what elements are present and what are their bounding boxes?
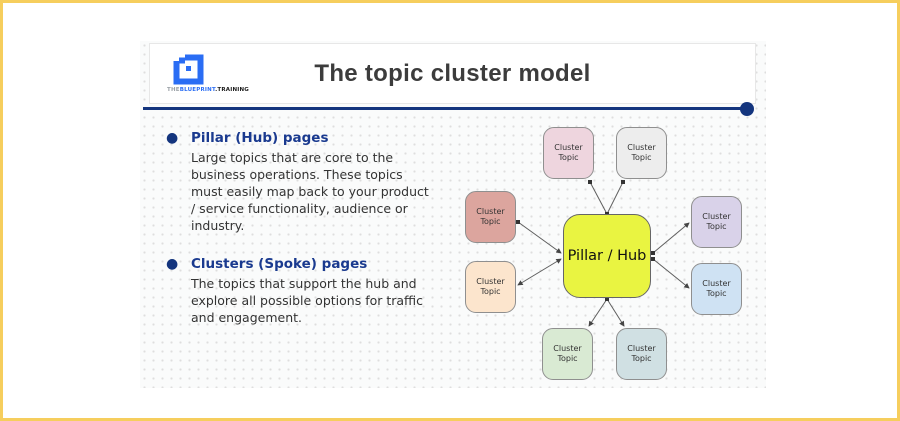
cluster-node-left-lower: Cluster Topic <box>465 261 516 313</box>
bullet-heading: Clusters (Spoke) pages <box>191 256 368 272</box>
header-divider-line <box>143 107 744 110</box>
cluster-node-bottom-left: Cluster Topic <box>542 328 593 380</box>
bullet-pillar-pages: ● Pillar (Hub) pages Large topics that a… <box>166 129 456 234</box>
blueprint-logo-icon <box>173 54 204 85</box>
cluster-node-right-upper: Cluster Topic <box>691 196 742 248</box>
cluster-label: Cluster Topic <box>702 212 731 231</box>
bullet-body: Large topics that are core to the busine… <box>191 150 429 233</box>
cluster-label: Cluster Topic <box>476 277 505 296</box>
pillar-hub-label: Pillar / Hub <box>567 248 647 264</box>
bullet-heading: Pillar (Hub) pages <box>191 130 329 146</box>
bullet-body: The topics that support the hub and expl… <box>191 276 424 325</box>
cluster-label: Cluster Topic <box>476 207 505 226</box>
bullet-marker: ● <box>166 256 179 272</box>
cluster-node-bottom-right: Cluster Topic <box>616 328 667 380</box>
brand-training: .TRAINING <box>215 87 250 93</box>
slide-title: The topic cluster model <box>314 59 591 87</box>
cluster-label: Cluster Topic <box>553 344 582 363</box>
cluster-node-right-lower: Cluster Topic <box>691 263 742 315</box>
brand-the: THE <box>167 87 180 93</box>
cluster-node-left-upper: Cluster Topic <box>465 191 516 243</box>
pillar-hub-node: Pillar / Hub <box>563 214 651 298</box>
cluster-label: Cluster Topic <box>554 143 583 162</box>
header-divider-endpoint-dot <box>740 102 754 116</box>
cluster-label: Cluster Topic <box>627 344 656 363</box>
cluster-node-top-left: Cluster Topic <box>543 127 594 179</box>
brand-blueprint: BLUEPRINT <box>179 87 216 93</box>
bullet-list: ● Pillar (Hub) pages Large topics that a… <box>166 129 456 347</box>
slide-header: THEBLUEPRINT.TRAINING The topic cluster … <box>149 43 756 104</box>
cluster-label: Cluster Topic <box>702 279 731 298</box>
brand-logo: THEBLUEPRINT.TRAINING <box>167 54 250 93</box>
bullet-marker: ● <box>166 130 179 146</box>
cluster-node-top-right: Cluster Topic <box>616 127 667 179</box>
cluster-label: Cluster Topic <box>627 143 656 162</box>
bullet-cluster-pages: ● Clusters (Spoke) pages The topics that… <box>166 255 456 326</box>
brand-wordmark: THEBLUEPRINT.TRAINING <box>167 87 250 93</box>
